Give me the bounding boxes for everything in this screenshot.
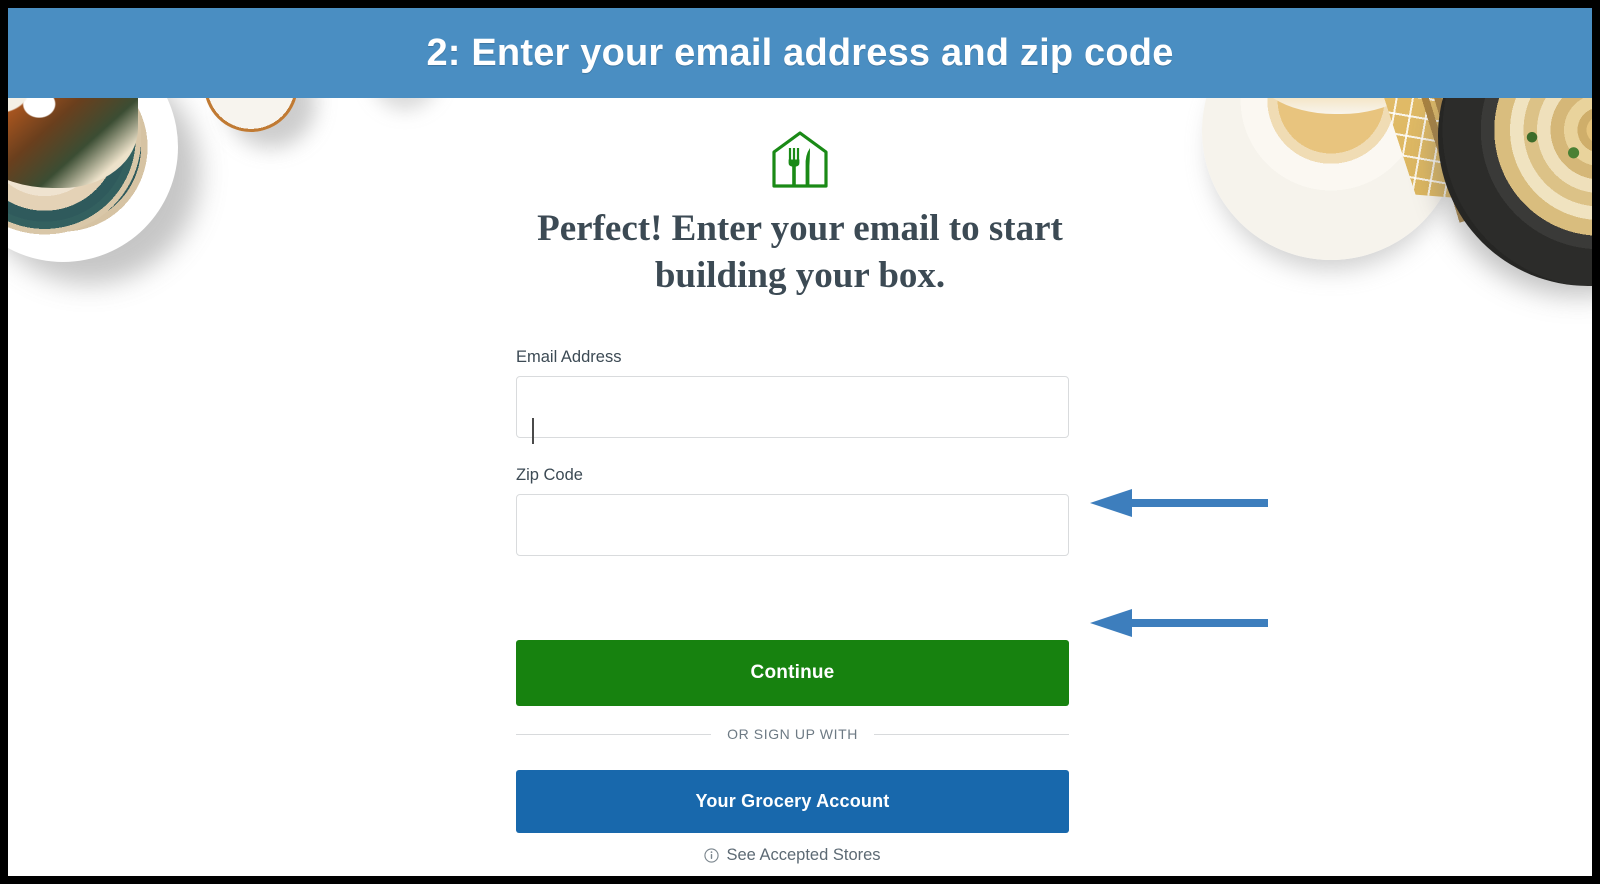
zip-field-label: Zip Code <box>516 466 583 484</box>
your-grocery-account-button[interactable]: Your Grocery Account <box>516 770 1069 833</box>
black-skillet-mac-and-cheese-photo <box>1438 98 1592 286</box>
form-field-spacer <box>516 438 1069 466</box>
annotation-banner: 2: Enter your email address and zip code <box>8 8 1592 98</box>
text-caret <box>532 418 534 444</box>
email-input[interactable] <box>516 376 1069 438</box>
divider-line-left <box>516 733 712 735</box>
home-chef-house-fork-knife-logo <box>772 131 828 188</box>
email-field-label: Email Address <box>516 348 622 366</box>
signup-form: Email Address Zip Code <box>516 348 1069 556</box>
taco-photo <box>8 98 138 188</box>
annotation-banner-text: 2: Enter your email address and zip code <box>426 31 1174 74</box>
see-accepted-stores-link[interactable]: See Accepted Stores <box>516 846 1069 865</box>
divider-label: OR SIGN UP WITH <box>727 726 858 742</box>
or-divider: OR SIGN UP WITH <box>516 726 1070 742</box>
skillet-herb-garnish <box>1454 98 1592 262</box>
screenshot-inner: 2: Enter your email address and zip code <box>8 8 1592 876</box>
divider-line-right <box>873 733 1070 735</box>
continue-button[interactable]: Continue <box>516 640 1069 706</box>
white-pasta-bowl-photo <box>1202 98 1460 260</box>
arrow-pointing-to-zip-field <box>1090 609 1268 637</box>
page-headline: Perfect! Enter your email to start build… <box>537 208 1063 296</box>
zip-input[interactable] <box>516 494 1069 556</box>
signup-page: Perfect! Enter your email to start build… <box>8 98 1592 876</box>
wooden-utensils-photo <box>1398 98 1484 225</box>
small-wooden-bowl-photo <box>204 98 298 132</box>
teal-bowl-photo <box>8 98 178 262</box>
arrow-pointing-to-email-field <box>1090 489 1268 517</box>
see-accepted-stores-label: See Accepted Stores <box>726 846 881 864</box>
yellow-patterned-napkin-photo <box>1360 98 1592 243</box>
pasta-in-bowl-photo <box>1248 98 1428 114</box>
info-circle-icon <box>704 848 720 863</box>
